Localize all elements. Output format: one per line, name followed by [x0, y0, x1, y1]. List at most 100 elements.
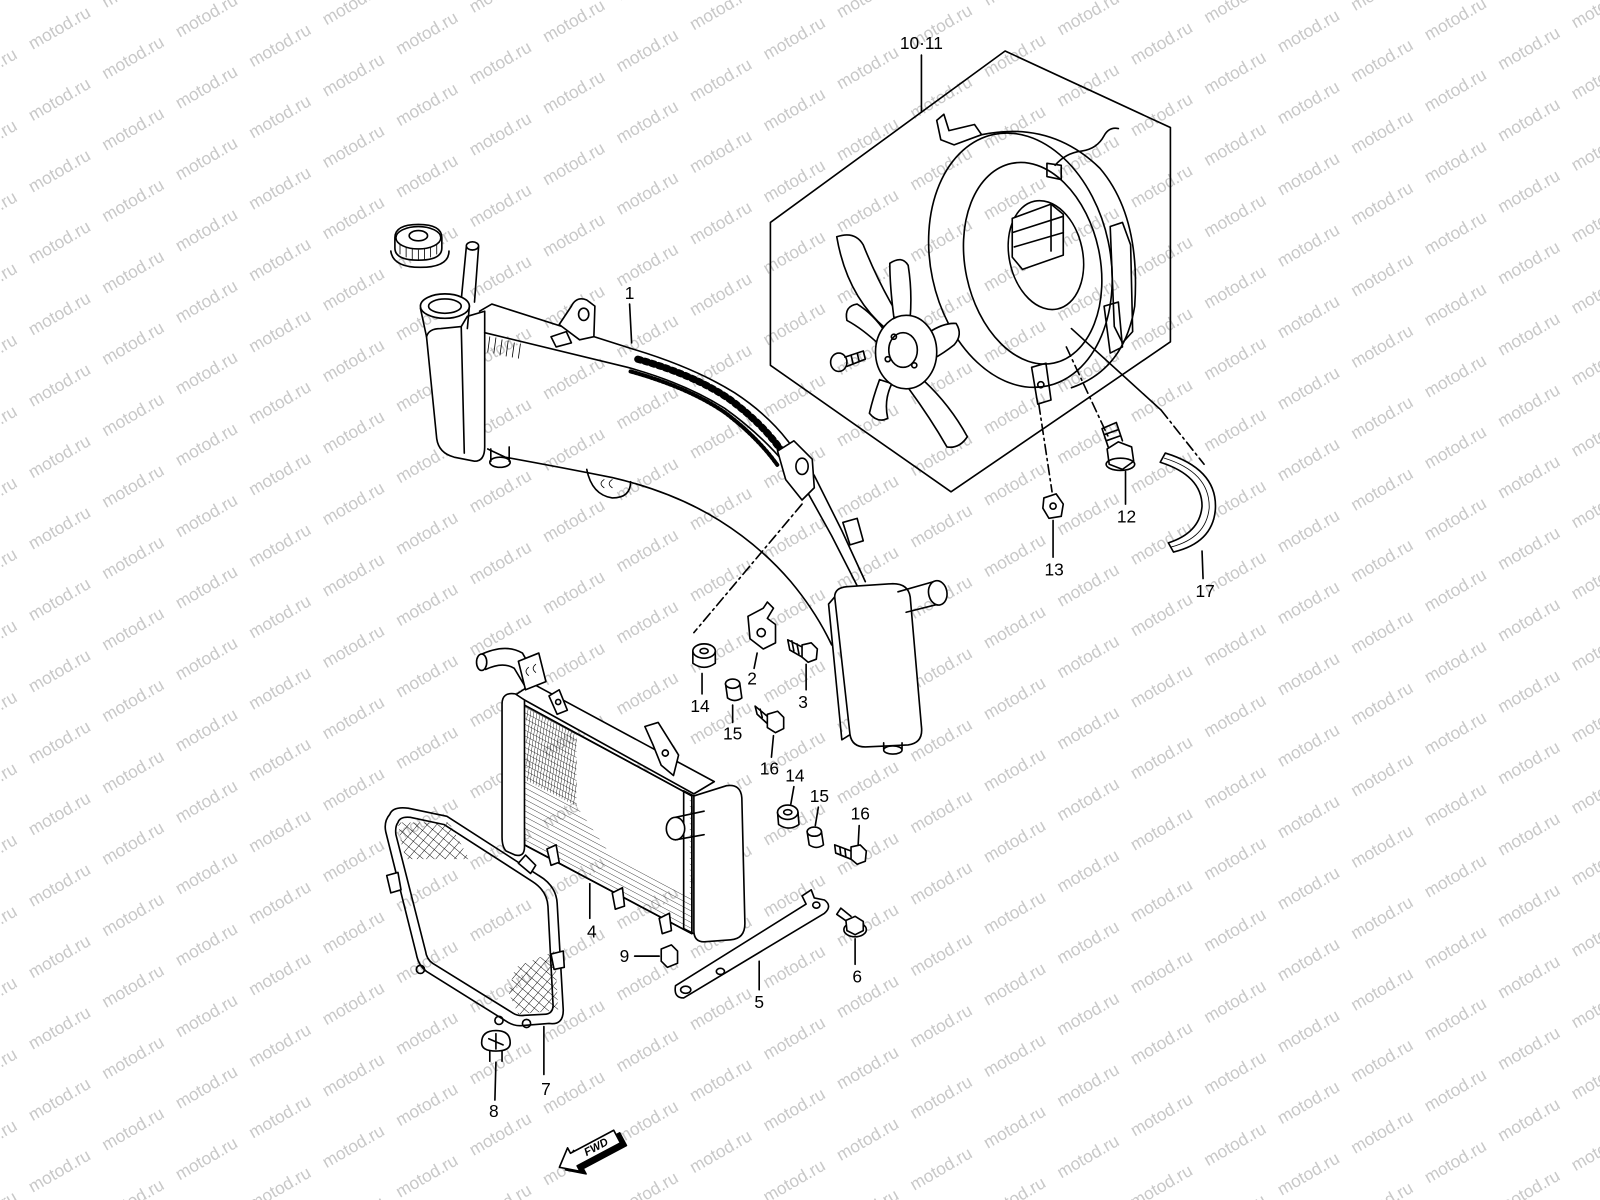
- hub-hole: [884, 355, 892, 363]
- leader-line: [790, 785, 795, 805]
- hose-bracket: [517, 652, 547, 691]
- collar-top: [806, 826, 823, 838]
- fan-blade: [888, 258, 912, 319]
- fan-assembly-outline: [769, 50, 1172, 493]
- leader-line: [494, 1061, 497, 1101]
- cap-knurl: [399, 244, 438, 261]
- shroud-inner-rim: [962, 161, 1103, 365]
- bracket-marks: [525, 663, 537, 676]
- outlet-pipe-end: [927, 579, 948, 606]
- bolt-hex-head: [801, 642, 819, 664]
- nut-body: [660, 944, 679, 969]
- cushion-top: [692, 643, 717, 659]
- bolt-shank: [833, 844, 852, 861]
- cushion-hole: [699, 647, 709, 655]
- fan-blade: [835, 234, 901, 330]
- fan-blade: [868, 378, 893, 421]
- core-hatch: [487, 336, 521, 359]
- left-tank: [425, 310, 486, 463]
- leader-line: [753, 652, 758, 670]
- guard-tab: [385, 871, 402, 894]
- screw-slot: [487, 1032, 504, 1050]
- assembly-line: [1037, 403, 1053, 493]
- fan-motor-wire: [1054, 127, 1120, 167]
- radiator-upper: [390, 223, 948, 755]
- leader-line: [770, 734, 775, 758]
- callout-label: 1: [625, 283, 635, 303]
- bracket-hole: [811, 901, 821, 909]
- shroud-right-tab-lower: [1103, 301, 1124, 354]
- bolt-hex-head: [845, 915, 865, 936]
- hub-hole: [890, 333, 898, 341]
- nut-body: [1042, 493, 1065, 520]
- bracket-hole: [679, 985, 692, 995]
- fan-screw: [829, 350, 867, 373]
- core-clear-area: [576, 734, 690, 898]
- outlet-pipe: [897, 580, 940, 614]
- cushion-14: [692, 643, 717, 695]
- shroud-front-rim: [927, 132, 1114, 389]
- pipe-end: [465, 241, 480, 251]
- top-mount-tab: [550, 330, 573, 348]
- bracket-marks: [600, 479, 613, 489]
- nut-hole: [1049, 502, 1057, 511]
- callout-labels: 10·11 1 12 13 17 14 2 3 15 16 14 15 16 4…: [489, 33, 1215, 1121]
- bolt-shank: [1101, 421, 1124, 448]
- core-fins-fine: [628, 369, 780, 468]
- tab-hole: [554, 698, 562, 706]
- left-tank: [501, 692, 526, 857]
- guard-mesh: [397, 822, 470, 860]
- bolt-12: [1101, 421, 1136, 505]
- guard-frame-inner: [394, 816, 554, 1017]
- core-top-front-edge: [483, 331, 787, 466]
- leader-line: [814, 806, 820, 827]
- shroud-bottom-tab: [1030, 362, 1052, 405]
- callout-label: 13: [1044, 559, 1063, 579]
- callout-label: 9: [620, 946, 630, 966]
- side-tab: [842, 517, 865, 546]
- hose-sides: [478, 647, 540, 690]
- assembly-line: [1160, 409, 1205, 466]
- guard-hole: [415, 964, 426, 975]
- mount-bracket: [644, 721, 680, 777]
- leader-line: [628, 303, 633, 344]
- cushion-top: [776, 804, 799, 821]
- bracket-hole: [661, 749, 670, 757]
- guard-hole: [494, 1015, 504, 1026]
- bracket-hole: [795, 457, 809, 476]
- radiator-cap: [390, 223, 450, 269]
- line-art: FWD 10·11 1 12 13 17 14 2 3 15 16 14 15 …: [384, 33, 1217, 1175]
- core-fins-left: [526, 708, 577, 807]
- overflow-pipe: [460, 241, 480, 303]
- callout-label: 5: [754, 992, 764, 1012]
- top-tab: [548, 688, 569, 716]
- screw-8: [480, 1029, 512, 1101]
- fan-hub-center: [887, 331, 919, 369]
- bottom-tab: [658, 912, 673, 935]
- cap-flange: [390, 250, 450, 269]
- callout-label: 14: [690, 696, 710, 716]
- callout-label: 14: [785, 766, 805, 786]
- screw-head: [829, 352, 848, 373]
- fan-blade: [845, 303, 887, 346]
- bolt-shank: [754, 705, 771, 727]
- bracket-hole: [577, 307, 590, 322]
- core-top-back-edge: [478, 303, 789, 442]
- bracket-hole: [756, 627, 767, 638]
- guard-hook: [517, 854, 537, 875]
- tank-body: [833, 582, 923, 748]
- tank-side: [827, 596, 851, 741]
- guard-frame-outer: [384, 806, 565, 1027]
- drain-nipple-end: [882, 745, 903, 755]
- callout-label: 8: [489, 1101, 499, 1121]
- collar-15: [806, 806, 825, 849]
- clamp-band: [1159, 452, 1217, 553]
- callout-label: 15: [723, 724, 742, 744]
- lower-bracket: [585, 468, 632, 499]
- side-pipe-end: [665, 816, 686, 841]
- guard-hole: [521, 1018, 532, 1029]
- hub-hole: [910, 361, 918, 369]
- callout-label: 12: [1117, 506, 1136, 526]
- callout-label: 15: [810, 786, 829, 806]
